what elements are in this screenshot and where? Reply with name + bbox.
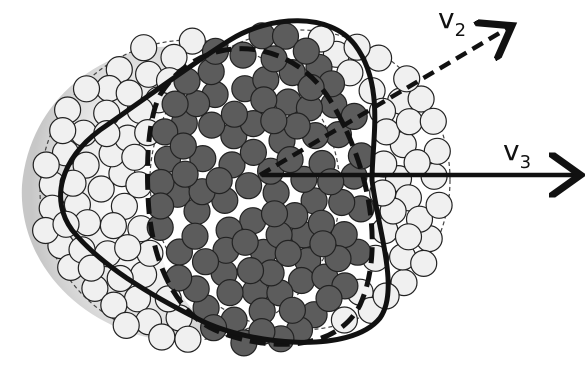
participant-nucleon: [260, 107, 288, 135]
spectator-nucleon: [100, 291, 128, 319]
spectator-nucleon: [106, 264, 134, 293]
participant-nucleon: [239, 138, 267, 166]
participant-nucleon: [278, 296, 306, 324]
participant-nucleon: [191, 248, 220, 276]
spectator-nucleon: [72, 75, 101, 103]
participant-nucleon: [216, 279, 244, 307]
participant-nucleon: [235, 172, 263, 200]
participant-nucleon: [274, 239, 302, 267]
participant-nucleon: [165, 264, 193, 292]
spectator-nucleon: [174, 325, 202, 353]
participant-nucleon: [283, 112, 311, 140]
participant-nucleon: [181, 222, 209, 250]
spectator-nucleon: [115, 79, 143, 107]
v2-arrow-icon: [258, 28, 508, 177]
spectator-nucleon: [114, 234, 142, 262]
spectator-nucleon: [330, 306, 358, 334]
participant-nucleon: [189, 145, 217, 173]
spectator-nucleon: [393, 65, 421, 93]
spectator-nucleon: [130, 34, 158, 62]
spectator-nucleon: [99, 212, 128, 240]
spectator-nucleon: [32, 151, 60, 179]
participant-nucleon: [236, 257, 265, 285]
v2-label: v2: [438, 2, 466, 41]
spectator-nucleon: [407, 85, 435, 113]
spectator-nucleon: [178, 27, 206, 55]
participant-nucleon: [147, 168, 175, 197]
participant-nucleon: [198, 111, 226, 139]
spectator-nucleon: [77, 254, 105, 282]
spectator-nucleon: [87, 175, 115, 203]
participant-nucleon: [205, 167, 233, 195]
participant-nucleons: [146, 22, 375, 357]
spectator-nucleon: [121, 143, 149, 171]
participant-nucleon: [231, 228, 259, 256]
spectator-nucleon: [148, 323, 176, 351]
spectator-nucleon: [49, 117, 77, 145]
spectator-nucleon: [410, 249, 438, 277]
spectator-nucleon: [419, 107, 447, 135]
spectator-nucleon: [425, 191, 453, 219]
v2-elliptic-contour: [145, 46, 375, 347]
participant-nucleon: [292, 37, 320, 65]
participant-nucleon: [317, 168, 345, 196]
participant-nucleon: [147, 192, 175, 220]
spectator-nucleon: [403, 149, 431, 177]
participant-nucleon: [169, 132, 197, 160]
spectator-nucleon: [395, 108, 423, 136]
participant-nucleon: [315, 284, 343, 313]
participant-nucleon: [260, 200, 289, 228]
participant-nucleon: [309, 230, 337, 258]
spectator-nucleon: [112, 311, 140, 339]
participant-nucleon: [161, 90, 189, 118]
participant-nucleon: [220, 100, 248, 128]
v3-triangular-contour: [58, 18, 391, 345]
spectator-nucleon: [394, 223, 423, 251]
v3-label: v3: [503, 134, 531, 173]
spectator-nucleon: [372, 118, 400, 146]
participant-nucleon: [171, 160, 199, 188]
participant-nucleon: [229, 41, 257, 69]
